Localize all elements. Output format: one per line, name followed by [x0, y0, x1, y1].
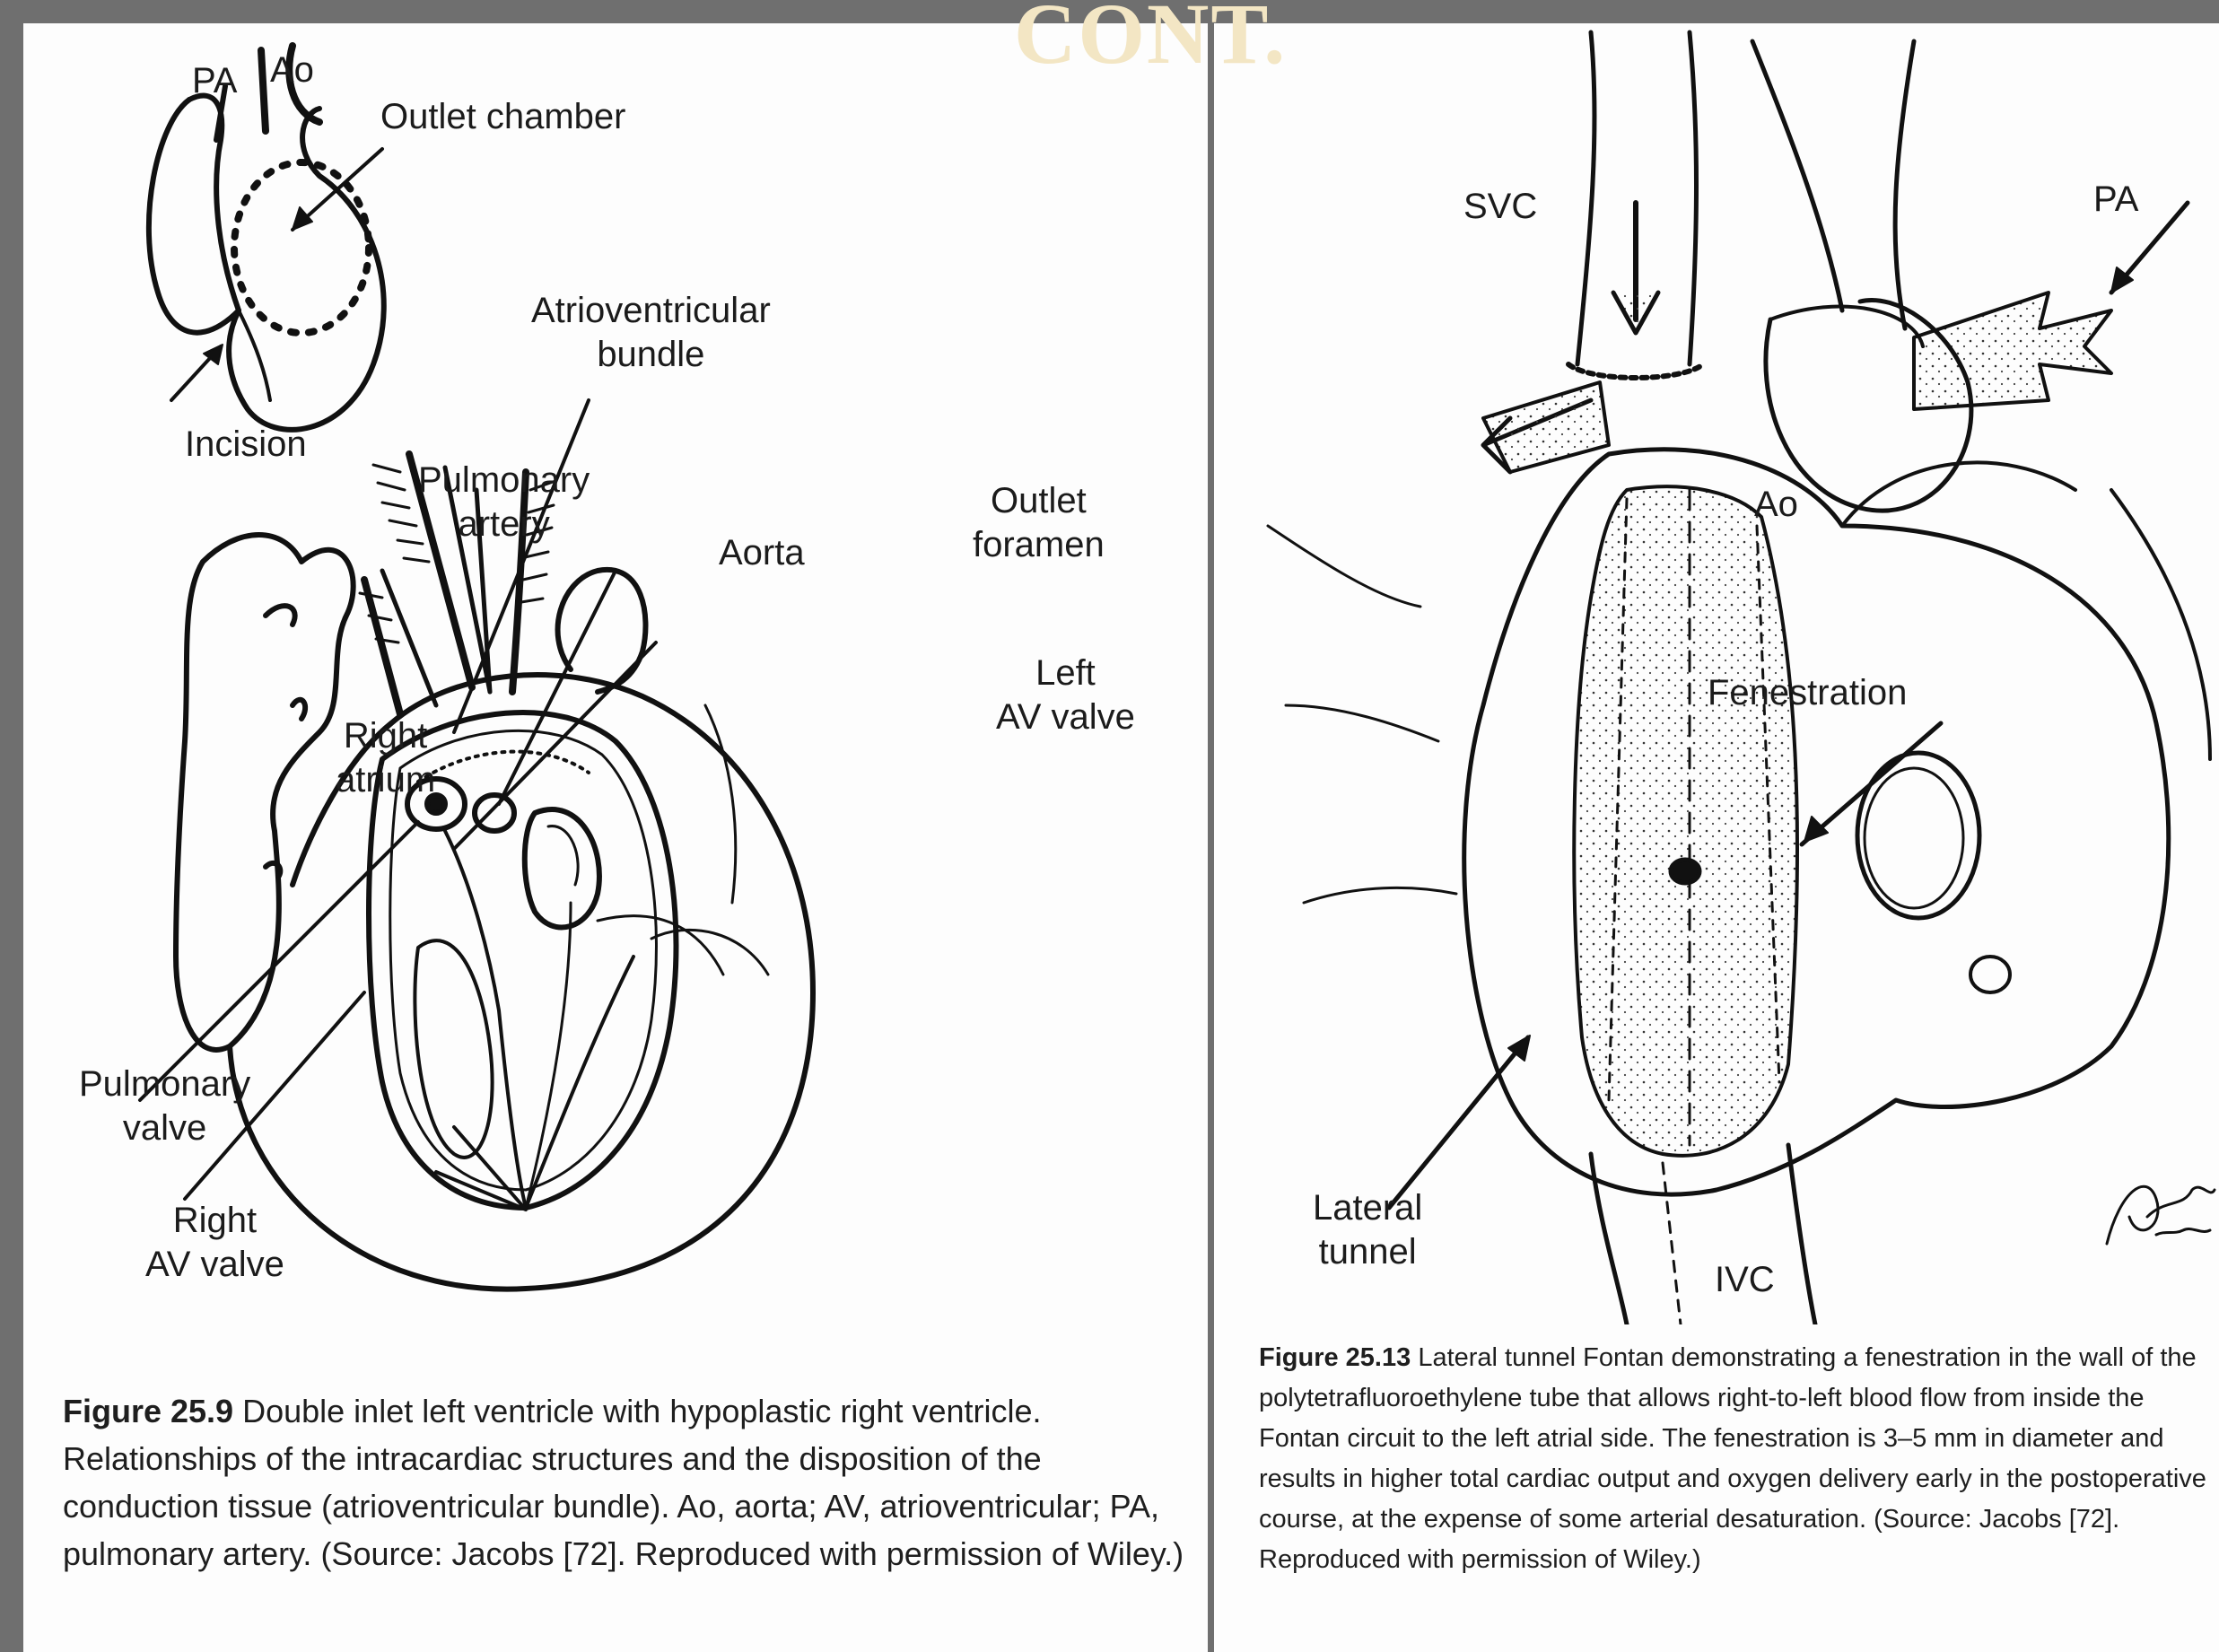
- figure-25-13-caption: Figure 25.13 Lateral tunnel Fontan demon…: [1259, 1338, 2210, 1580]
- label-ao: Ao: [1754, 483, 1798, 527]
- label-pa: PA: [2093, 178, 2138, 222]
- figure-number: Figure 25.13: [1259, 1343, 1411, 1372]
- label-pa-small: PA: [192, 59, 237, 103]
- label-right-av-valve: Right AV valve: [145, 1199, 284, 1287]
- label-svc: SVC: [1463, 185, 1537, 229]
- label-incision: Incision: [185, 423, 307, 467]
- large-heart-drawing: [176, 535, 813, 1289]
- right-figure-panel: SVC PA Ao Fenestration Lateral tunnel IV…: [1214, 23, 2219, 1652]
- label-outlet-chamber: Outlet chamber: [380, 95, 625, 139]
- label-ao-small: Ao: [270, 48, 314, 92]
- label-aorta: Aorta: [719, 531, 805, 575]
- label-lateral-tunnel: Lateral tunnel: [1313, 1186, 1422, 1274]
- label-pulmonary-artery: Pulmonary artery: [418, 459, 590, 546]
- small-heart-drawing: [149, 46, 384, 430]
- figure-number: Figure 25.9: [63, 1393, 233, 1429]
- label-outlet-foramen: Outlet foramen: [973, 479, 1105, 567]
- label-pulmonary-valve: Pulmonary valve: [79, 1062, 250, 1150]
- label-right-atrium: Right atrium: [336, 714, 435, 802]
- artist-signature: [2107, 1186, 2215, 1244]
- figure-25-9-caption: Figure 25.9 Double inlet left ventricle …: [63, 1387, 1193, 1578]
- label-ivc: IVC: [1715, 1258, 1775, 1302]
- label-left-av-valve: Left AV valve: [996, 651, 1135, 739]
- caption-text: Lateral tunnel Fontan demonstrating a fe…: [1259, 1343, 2206, 1574]
- label-fenestration: Fenestration: [1708, 671, 1907, 715]
- slide-title: CONT.: [1014, 0, 1287, 83]
- label-atrioventricular-bundle: Atrioventricular bundle: [531, 289, 771, 377]
- left-figure-panel: PA Ao Outlet chamber Incision Atrioventr…: [23, 23, 1208, 1652]
